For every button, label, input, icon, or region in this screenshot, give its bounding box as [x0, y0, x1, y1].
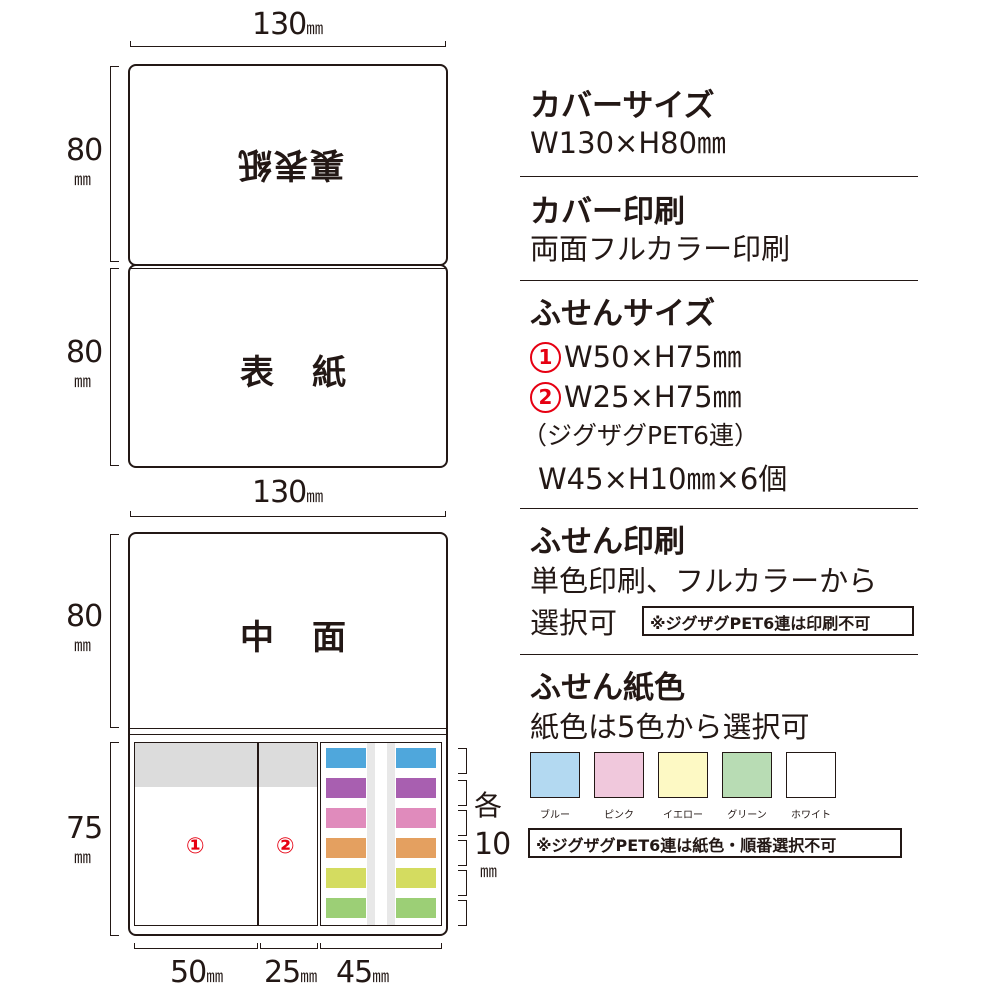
zigzag-pet-strip-right — [387, 743, 395, 925]
swatch-2 — [594, 752, 644, 798]
separator-4 — [520, 654, 918, 655]
paper-color-value: 紙色は5色から選択可 — [530, 710, 810, 744]
zigzag-pet-area — [320, 742, 442, 926]
cover-back-height-bracket — [110, 66, 119, 262]
back-cover-panel — [128, 64, 448, 266]
swatch-label-5: ホワイト — [791, 810, 831, 821]
inner-label: 中 面 — [240, 618, 348, 658]
zigzag-pet-strip-left — [367, 743, 375, 925]
swatch-1 — [530, 752, 580, 798]
swatch-4 — [722, 752, 772, 798]
inner-upper-height-unit: ㎜ — [74, 636, 91, 656]
cover-size-title: カバーサイズ — [530, 88, 715, 124]
zigzag-tab-6-left — [326, 898, 366, 918]
tab-bracket-4 — [458, 840, 467, 866]
tab-bracket-6 — [458, 900, 467, 926]
cover-width-label: 130㎜ — [252, 7, 324, 42]
cover-front-height-label: 80 — [66, 335, 103, 370]
sticky-size-3-value: W45×H10㎜×6個 — [538, 462, 788, 496]
zigzag-tab-3-left — [326, 808, 366, 828]
zigzag-tab-5-right — [396, 868, 436, 888]
zigzag-tab-1-right — [396, 748, 436, 768]
inner-lower-height-bracket — [110, 742, 119, 936]
tab-bracket-1 — [458, 748, 467, 774]
inner-upper-height-bracket — [110, 534, 119, 728]
cover-back-height-label: 80 — [66, 133, 103, 168]
tab-each-label: 各 — [474, 789, 502, 822]
front-cover-panel — [128, 264, 448, 468]
sticky-note-2 — [258, 742, 318, 926]
inner-upper-height-label: 80 — [66, 599, 103, 634]
separator-3 — [520, 508, 918, 509]
tab-bracket-5 — [458, 870, 467, 896]
zigzag-tab-2-right — [396, 778, 436, 798]
swatch-label-3: イエロー — [663, 810, 703, 821]
sticky-print-title: ふせん印刷 — [530, 524, 685, 560]
separator-1 — [520, 176, 918, 177]
width-50-dimension-line — [134, 943, 258, 949]
cover-print-title: カバー印刷 — [530, 194, 685, 230]
front-cover-label: 表 紙 — [240, 353, 348, 393]
sticky-size-title: ふせんサイズ — [530, 296, 716, 332]
sticky-print-value-1: 単色印刷、フルカラーから — [530, 564, 878, 598]
zigzag-tab-4-left — [326, 838, 366, 858]
width-25-dimension-line — [260, 943, 318, 949]
swatch-5 — [786, 752, 836, 798]
width-50-label: 50㎜ — [170, 955, 224, 990]
width-45-label: 45㎜ — [336, 955, 390, 990]
sticky-note-2-number: ② — [276, 834, 295, 859]
zigzag-tab-1-left — [326, 748, 366, 768]
tab-each-size-label: 10 — [474, 827, 511, 862]
tab-bracket-2 — [458, 780, 467, 806]
paper-color-title: ふせん紙色 — [530, 670, 685, 706]
swatch-label-2: ピンク — [604, 810, 634, 821]
swatch-label-1: ブルー — [540, 810, 570, 821]
sticky-note-2-adhesive — [259, 743, 317, 787]
sticky-size-2-mark: 2 — [530, 382, 561, 413]
cover-width-dimension-line — [130, 41, 446, 47]
zigzag-tab-2-left — [326, 778, 366, 798]
inner-fold-line-2 — [130, 734, 446, 735]
width-25-label: 25㎜ — [264, 955, 318, 990]
separator-2 — [520, 280, 918, 281]
tab-bracket-3 — [458, 810, 467, 836]
back-cover-label: 裏表紙 — [236, 144, 344, 184]
zigzag-tab-5-left — [326, 868, 366, 888]
width-45-dimension-line — [320, 943, 442, 949]
cover-front-height-unit: ㎜ — [74, 372, 91, 392]
sticky-note-1 — [134, 742, 258, 926]
sticky-size-1-mark: 1 — [530, 342, 561, 373]
sticky-print-value-2: 選択可 — [530, 606, 618, 640]
cover-front-height-bracket — [110, 268, 119, 466]
sticky-note-1-adhesive — [135, 743, 257, 787]
cover-print-value: 両面フルカラー印刷 — [530, 232, 791, 266]
cover-fold-line — [130, 268, 446, 269]
zigzag-tab-4-right — [396, 838, 436, 858]
sticky-print-note: ※ジグザグPET6連は印刷不可 — [642, 606, 914, 636]
zigzag-tab-6-right — [396, 898, 436, 918]
inner-lower-height-label: 75 — [66, 811, 103, 846]
inner-lower-height-unit: ㎜ — [74, 848, 91, 868]
sticky-note-1-number: ① — [186, 834, 205, 859]
inner-width-label: 130㎜ — [252, 475, 324, 510]
cover-size-value: W130×H80㎜ — [530, 126, 727, 160]
zigzag-tab-3-right — [396, 808, 436, 828]
swatch-3 — [658, 752, 708, 798]
sticky-size-3-type: （ジグザグPET6連） — [522, 421, 760, 450]
cover-back-height-unit: ㎜ — [74, 170, 91, 190]
inner-fold-line-1 — [130, 728, 446, 729]
swatch-label-4: グリーン — [727, 810, 767, 821]
inner-width-dimension-line — [130, 511, 446, 517]
tab-each-size-unit: ㎜ — [480, 862, 497, 882]
paper-color-note: ※ジグザグPET6連は紙色・順番選択不可 — [528, 828, 902, 858]
